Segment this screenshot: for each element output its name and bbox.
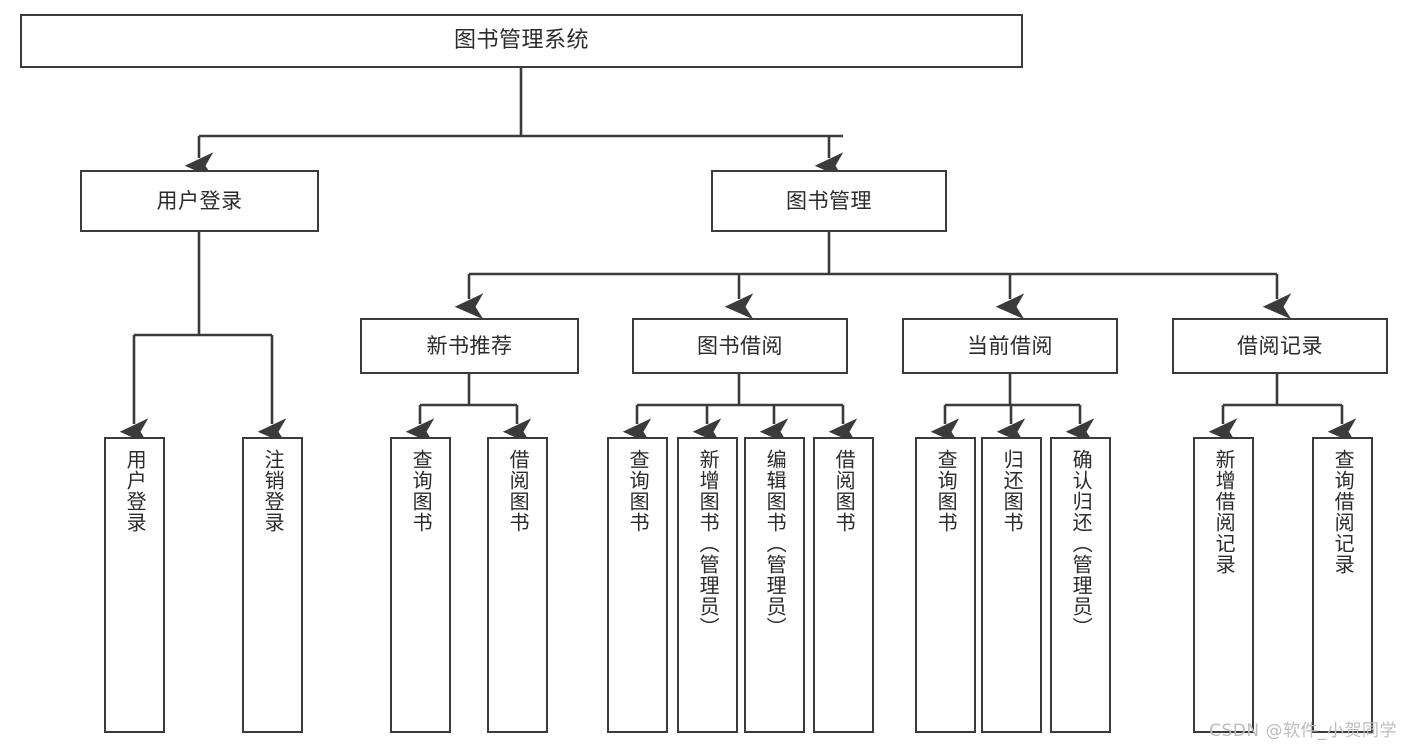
- node-borrow-record[interactable]: 借阅记录: [1172, 318, 1388, 374]
- node-leaf-query-borrow-record[interactable]: 查询借阅记录: [1312, 437, 1373, 733]
- node-book-borrow[interactable]: 图书借阅: [632, 318, 848, 374]
- node-label: 图书借阅: [697, 333, 783, 358]
- node-user-login[interactable]: 用户登录: [80, 170, 319, 232]
- node-label: 查询借阅记录: [1331, 449, 1356, 575]
- node-leaf-user-login[interactable]: 用户登录: [104, 437, 165, 733]
- node-label: 查询图书: [626, 449, 651, 533]
- node-label: 注销登录: [261, 449, 286, 533]
- node-label: 查询图书: [409, 449, 434, 533]
- node-book-management[interactable]: 图书管理: [711, 170, 947, 232]
- node-label: 借阅记录: [1237, 333, 1323, 358]
- node-label: 新增借阅记录: [1212, 449, 1237, 575]
- node-leaf-confirm-return[interactable]: 确认归还（管理员）: [1050, 437, 1111, 733]
- node-leaf-query-book-3[interactable]: 查询图书: [915, 437, 976, 733]
- node-label: 图书管理系统: [453, 28, 589, 54]
- node-leaf-query-book-2[interactable]: 查询图书: [607, 437, 668, 733]
- node-new-book-recommendation[interactable]: 新书推荐: [360, 318, 579, 374]
- node-leaf-query-book-1[interactable]: 查询图书: [390, 437, 451, 733]
- node-leaf-borrow-book-2[interactable]: 借阅图书: [813, 437, 874, 733]
- node-label: 确认归还（管理员）: [1069, 449, 1094, 638]
- node-leaf-edit-book[interactable]: 编辑图书（管理员）: [744, 437, 805, 733]
- watermark: CSDN @软件_小贺同学: [1209, 721, 1397, 741]
- node-label: 图书管理: [786, 188, 872, 213]
- node-leaf-borrow-book-1[interactable]: 借阅图书: [487, 437, 548, 733]
- node-current-borrow[interactable]: 当前借阅: [902, 318, 1118, 374]
- node-leaf-add-book[interactable]: 新增图书（管理员）: [677, 437, 738, 733]
- node-label: 借阅图书: [832, 449, 857, 533]
- node-leaf-return-book[interactable]: 归还图书: [981, 437, 1042, 733]
- node-label: 当前借阅: [967, 333, 1053, 358]
- node-root-book-management-system[interactable]: 图书管理系统: [20, 14, 1023, 68]
- node-label: 新书推荐: [426, 333, 513, 358]
- node-label: 归还图书: [1000, 449, 1025, 533]
- node-leaf-add-borrow-record[interactable]: 新增借阅记录: [1193, 437, 1254, 733]
- node-label: 新增图书（管理员）: [696, 449, 721, 638]
- node-leaf-logout[interactable]: 注销登录: [242, 437, 303, 733]
- node-label: 编辑图书（管理员）: [763, 449, 788, 638]
- node-label: 查询图书: [934, 449, 959, 533]
- node-label: 借阅图书: [506, 449, 531, 533]
- node-label: 用户登录: [123, 449, 148, 533]
- node-label: 用户登录: [156, 188, 243, 213]
